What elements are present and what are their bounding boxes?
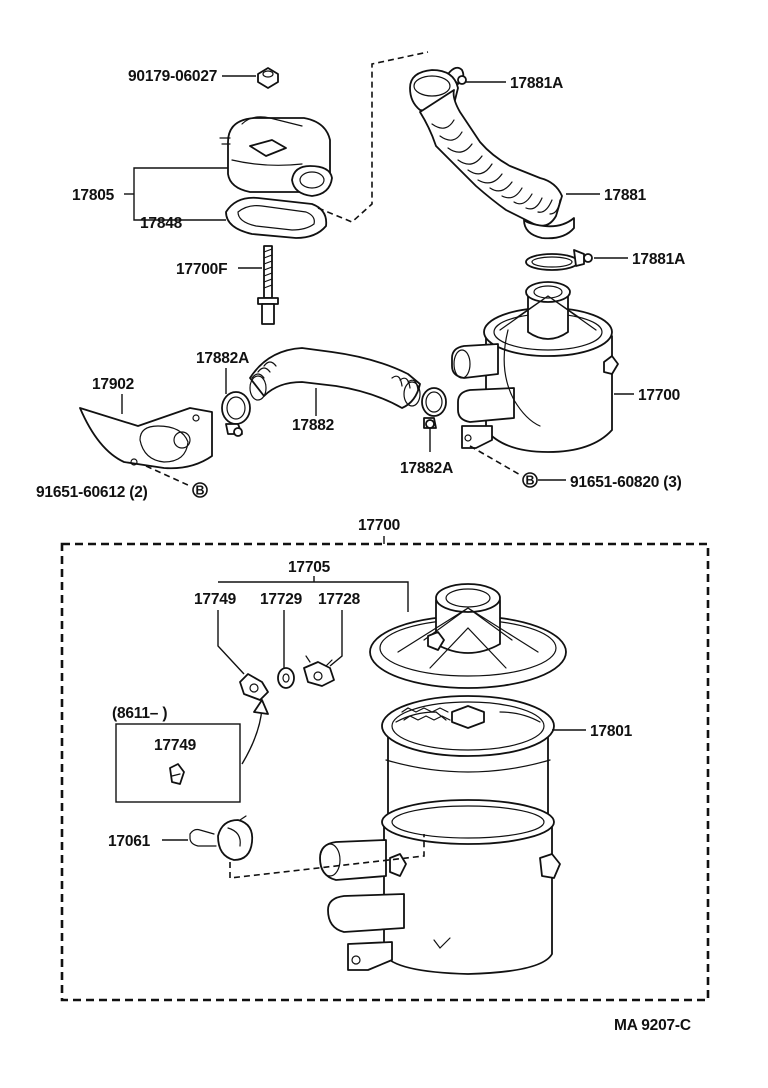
label-17882a-right: 17882A (400, 460, 453, 477)
intake-hose-part (249, 347, 421, 409)
bolt-letter-left: B (196, 484, 205, 498)
label-91651-60612: 91651-60612 (2) (36, 484, 148, 501)
label-17700-upper: 17700 (638, 387, 680, 404)
diaphragm-part (277, 667, 295, 689)
air-cleaner-cap (369, 583, 567, 689)
gasket-part (225, 196, 328, 239)
footer-code: MA 9207-C (614, 1017, 691, 1034)
air-hose-part (409, 69, 575, 240)
inset-valve-part (169, 763, 185, 785)
label-17700-box: 17700 (358, 517, 400, 534)
replacement-arrow (241, 707, 263, 765)
air-cleaner-case (319, 799, 561, 975)
label-90179-06027: 90179-06027 (128, 68, 217, 85)
label-91651-60820: 91651-60820 (3) (570, 474, 682, 491)
label-17902: 17902 (92, 376, 134, 393)
inset-box (115, 723, 241, 803)
nut-part (257, 67, 279, 89)
resonator-part (219, 116, 333, 197)
label-17882: 17882 (292, 417, 334, 434)
label-17805: 17805 (72, 187, 115, 204)
hose-clamp-left (221, 391, 251, 437)
check-valve-part (303, 655, 335, 687)
label-17729: 17729 (260, 591, 303, 608)
label-17700f: 17700F (176, 261, 227, 278)
exploded-view-frame (60, 542, 710, 1002)
bracket-part (79, 407, 213, 470)
label-17728: 17728 (318, 591, 361, 608)
bolt-letter-right: B (526, 474, 535, 488)
vacuum-actuator-part (189, 815, 254, 861)
label-17882a-left: 17882A (196, 350, 249, 367)
air-cleaner-upper (451, 281, 619, 453)
label-17848: 17848 (140, 215, 183, 232)
bolt-symbol-right (522, 472, 538, 488)
label-17061: 17061 (108, 833, 151, 850)
label-17705: 17705 (288, 559, 331, 576)
hose-clamp-right (421, 387, 447, 429)
label-17749: 17749 (194, 591, 237, 608)
label-inset-17749: 17749 (154, 737, 197, 754)
label-17881a-mid: 17881A (632, 251, 685, 268)
label-17881: 17881 (604, 187, 647, 204)
label-17881a-top: 17881A (510, 75, 563, 92)
bolt-symbol-left (192, 482, 208, 498)
hose-clamp-mid (525, 249, 593, 271)
label-17801: 17801 (590, 723, 633, 740)
stud-bolt-part (257, 245, 279, 325)
hose-clamp-top (447, 66, 467, 85)
label-inset-range: (8611– ) (112, 705, 167, 722)
vacuum-valve-part (239, 673, 269, 701)
